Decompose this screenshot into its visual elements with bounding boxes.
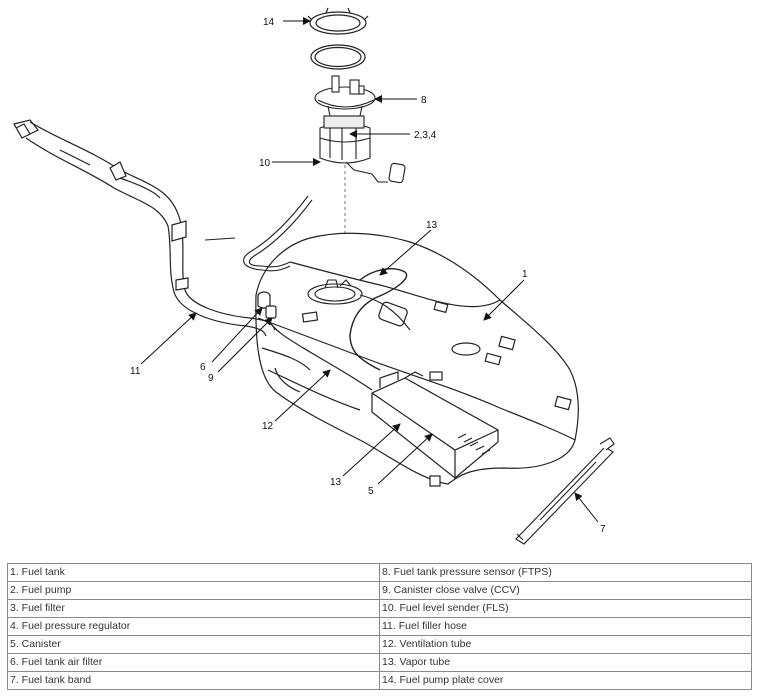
legend-item: 14. Fuel pump plate cover xyxy=(379,671,752,690)
callout-12: 12 xyxy=(262,421,274,432)
legend-item: 5. Canister xyxy=(7,635,380,654)
legend-item: 7. Fuel tank band xyxy=(7,671,380,690)
legend-item: 6. Fuel tank air filter xyxy=(7,653,380,672)
legend-row: 2. Fuel pump 9. Canister close valve (CC… xyxy=(7,581,752,600)
callout-8: 8 xyxy=(421,95,427,106)
callout-10: 10 xyxy=(259,158,271,169)
legend-item: 4. Fuel pressure regulator xyxy=(7,617,380,636)
callout-14: 14 xyxy=(263,17,275,28)
callout-5: 5 xyxy=(368,486,374,497)
fuel-filler-hose xyxy=(13,119,276,337)
callout-9: 9 xyxy=(208,373,214,384)
legend-item: 11. Fuel filler hose xyxy=(379,617,752,636)
callout-2-3-4: 2,3,4 xyxy=(414,130,437,141)
fuel-system-exploded-diagram: 14 8 2,3,4 10 13 1 11 6 9 12 13 5 7 xyxy=(13,7,615,545)
callout-1: 1 xyxy=(522,269,528,280)
legend-item: 12. Ventilation tube xyxy=(379,635,752,654)
callout-11: 11 xyxy=(130,366,141,377)
vapor-tube xyxy=(349,268,408,371)
callout-6: 6 xyxy=(200,362,206,373)
ventilation-line xyxy=(204,195,313,272)
legend-item: 1. Fuel tank xyxy=(7,563,380,582)
legend-row: 4. Fuel pressure regulator 11. Fuel fill… xyxy=(7,617,752,636)
fuel-pump-plate-cover xyxy=(307,7,369,35)
callout-13-bottom: 13 xyxy=(330,477,342,488)
legend-row: 3. Fuel filter 10. Fuel level sender (FL… xyxy=(7,599,752,618)
legend-item: 3. Fuel filter xyxy=(7,599,380,618)
legend-item: 2. Fuel pump xyxy=(7,581,380,600)
legend-row: 7. Fuel tank band 14. Fuel pump plate co… xyxy=(7,671,752,690)
callout-13-top: 13 xyxy=(426,220,438,231)
fuel-pump-module xyxy=(314,75,406,184)
legend-row: 6. Fuel tank air filter 13. Vapor tube xyxy=(7,653,752,672)
leader-lines xyxy=(140,17,599,523)
tank-pump-opening xyxy=(307,279,411,331)
legend-row: 5. Canister 12. Ventilation tube xyxy=(7,635,752,654)
legend-item: 8. Fuel tank pressure sensor (FTPS) xyxy=(379,563,752,582)
legend-item: 9. Canister close valve (CCV) xyxy=(379,581,752,600)
callout-7: 7 xyxy=(600,524,606,535)
legend-item: 10. Fuel level sender (FLS) xyxy=(379,599,752,618)
legend-row: 1. Fuel tank 8. Fuel tank pressure senso… xyxy=(7,563,752,582)
canister-close-valve xyxy=(265,305,373,391)
fuel-tank-band xyxy=(515,437,615,545)
legend-item: 13. Vapor tube xyxy=(379,653,752,672)
canister xyxy=(371,371,499,487)
o-ring-gasket xyxy=(310,44,366,70)
parts-legend-table: 1. Fuel tank 8. Fuel tank pressure senso… xyxy=(7,563,752,690)
